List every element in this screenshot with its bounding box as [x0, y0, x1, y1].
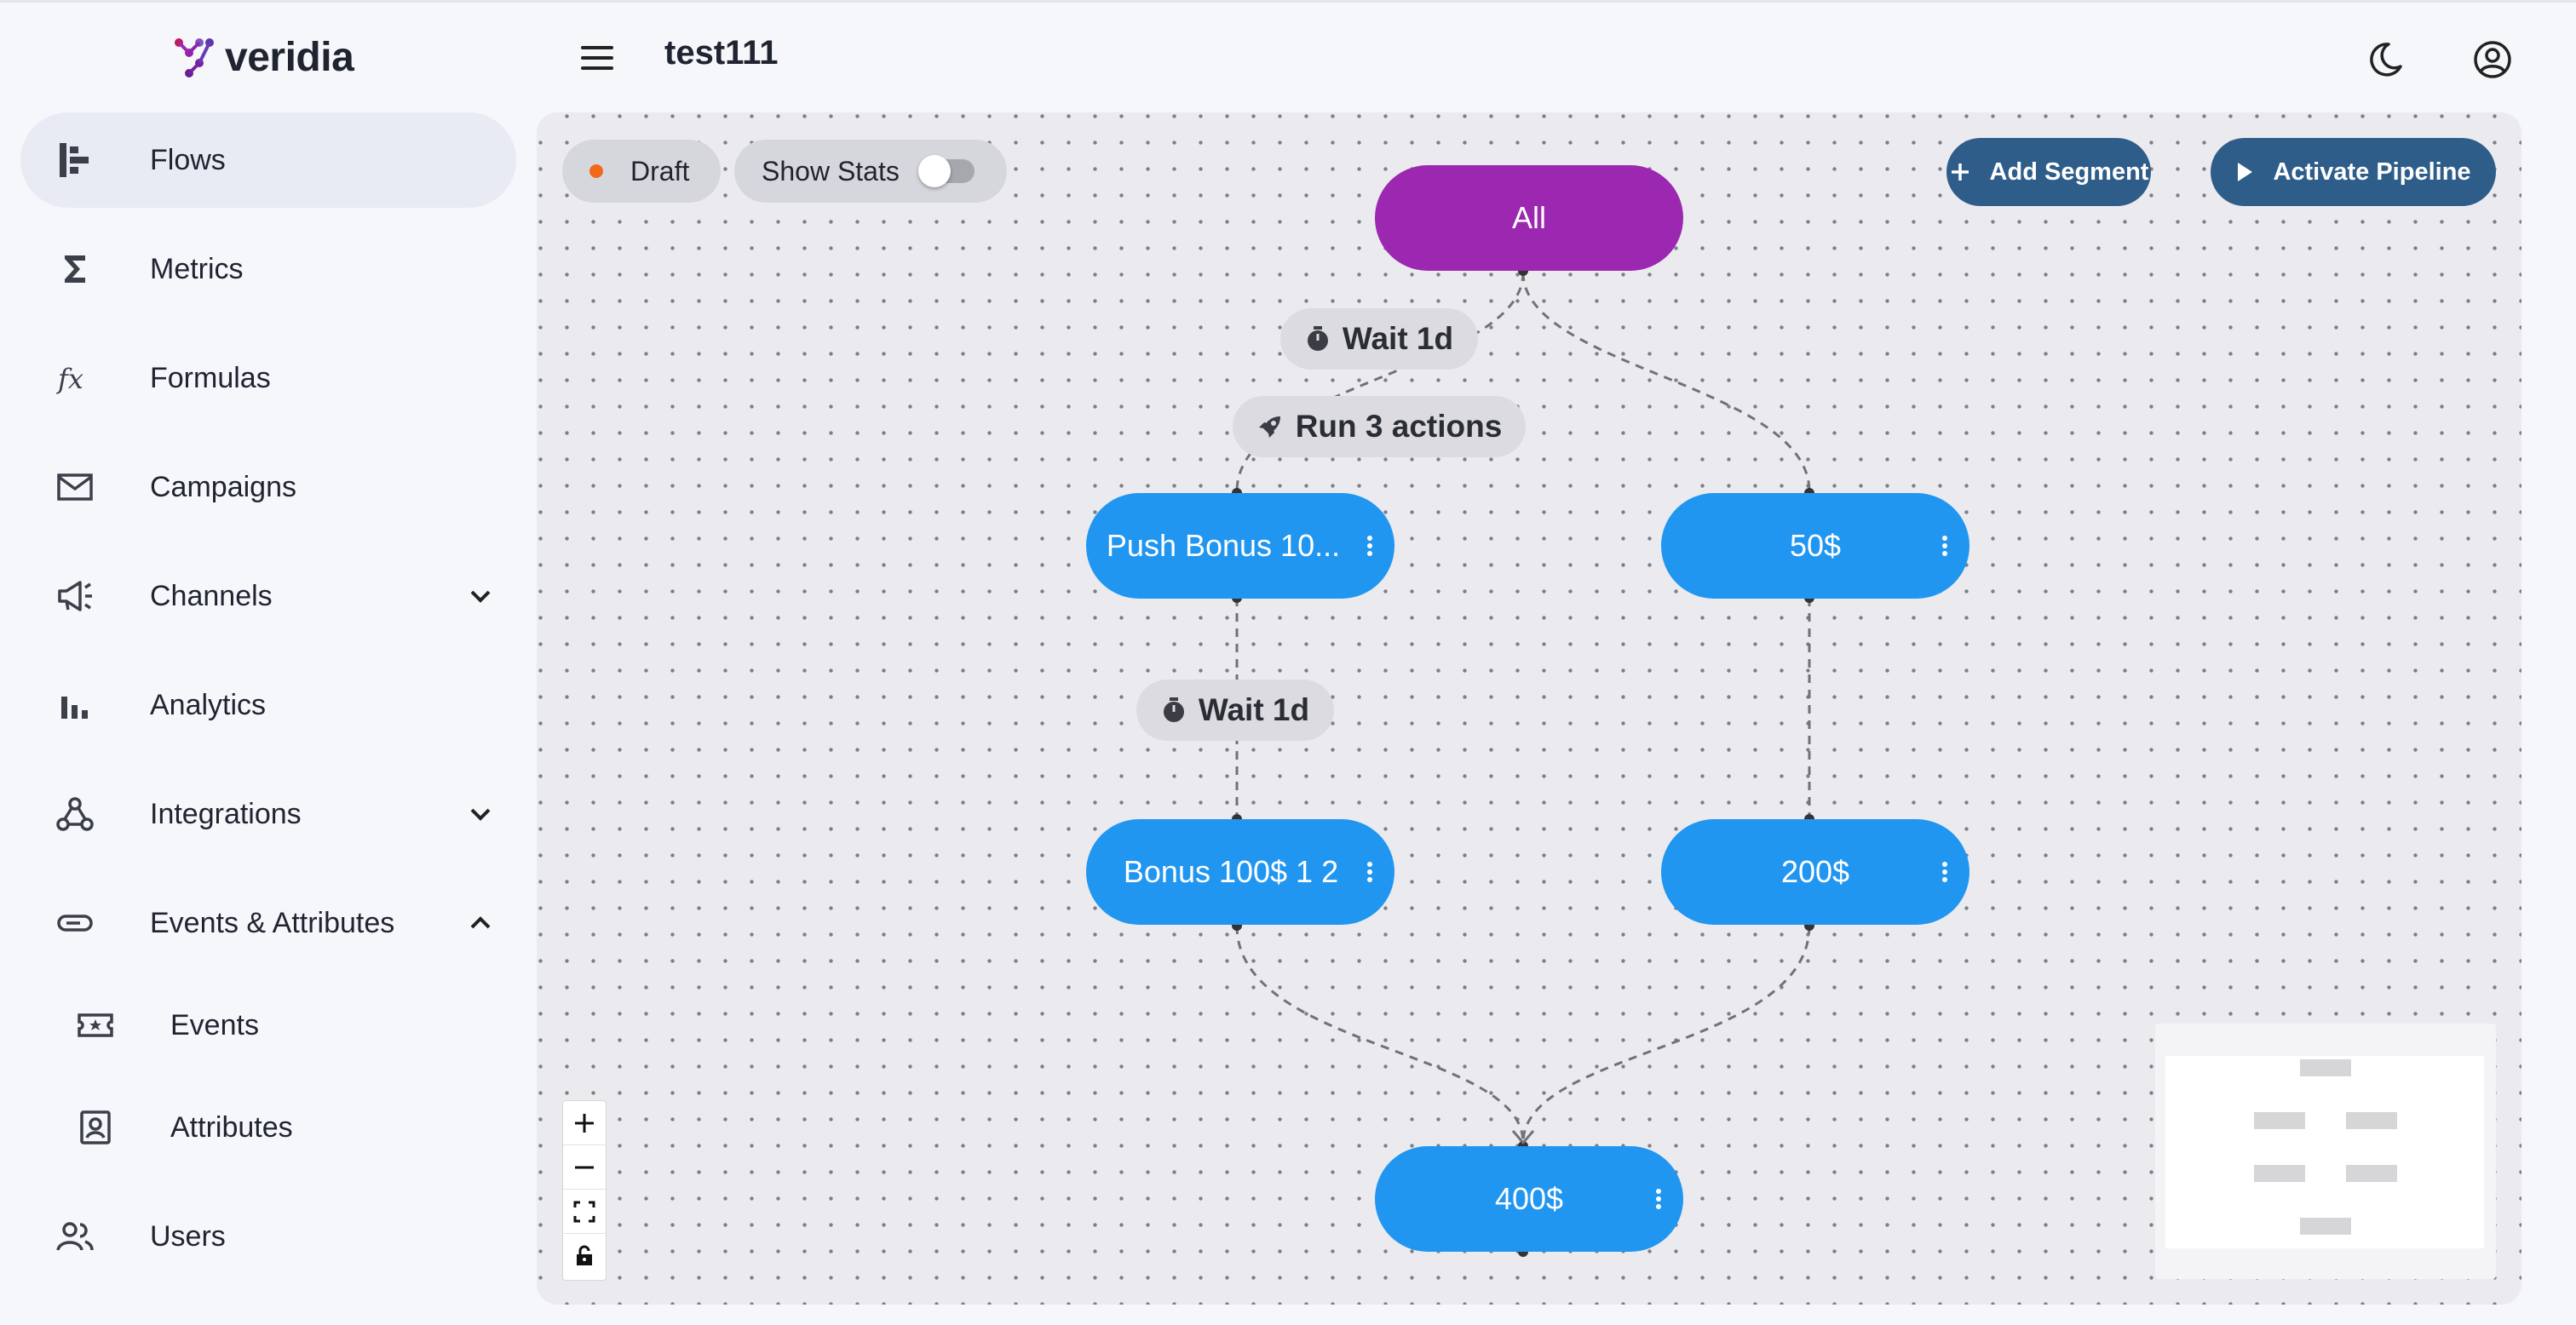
zoom-out-button[interactable] — [563, 1145, 606, 1190]
minimap-node — [2346, 1165, 2397, 1182]
sidebar-item-label: Channels — [150, 579, 273, 612]
minimap-viewport — [2165, 1056, 2484, 1248]
edge-bonus-100-to-400 — [1235, 925, 1525, 1144]
add-segment-button[interactable]: Add Segment — [1946, 138, 2151, 206]
show-stats-label: Show Stats — [762, 155, 900, 186]
chevron-down-icon[interactable] — [463, 797, 497, 831]
fit-view-button[interactable] — [563, 1190, 606, 1234]
flow-node-push-bonus[interactable]: Push Bonus 10... — [1086, 493, 1394, 599]
flow-node-50[interactable]: 50$ — [1661, 493, 1969, 599]
chevron-up-icon[interactable] — [463, 906, 497, 940]
sidebar-item-campaigns[interactable]: Campaigns — [20, 439, 516, 535]
toggle-switch[interactable] — [917, 155, 975, 187]
lock-icon — [577, 1245, 592, 1265]
zoom-controls — [562, 1100, 607, 1281]
minimap-node — [2254, 1165, 2305, 1182]
flows-icon — [60, 143, 89, 177]
plus-icon — [1949, 161, 1971, 183]
flow-canvas[interactable]: Draft Show Stats Add Segment Activate Pi… — [537, 112, 2521, 1305]
minus-icon — [575, 1166, 594, 1168]
menu-icon[interactable] — [579, 41, 617, 75]
logo-mark-icon — [175, 38, 214, 77]
fit-view-icon — [573, 1201, 595, 1222]
minimap-node — [2346, 1112, 2397, 1129]
edge-200-to-400 — [1521, 925, 1811, 1144]
timer-icon — [1305, 325, 1331, 353]
sidebar-item-label: Users — [150, 1219, 226, 1253]
more-vert-icon[interactable] — [1942, 536, 1947, 556]
megaphone-icon — [58, 581, 92, 611]
step-wait-1d[interactable]: Wait 1d — [1136, 680, 1334, 741]
edge-all-to-push-bonus — [1235, 272, 1525, 492]
sidebar-item-attributes[interactable]: Attributes — [20, 1080, 516, 1175]
sidebar-item-formulas[interactable]: fx Formulas — [20, 330, 516, 426]
sidebar-item-flows[interactable]: Flows — [20, 112, 516, 208]
plus-icon — [575, 1113, 594, 1133]
more-vert-icon[interactable] — [1367, 536, 1372, 556]
flow-node-bonus-100[interactable]: Bonus 100$ 1 2 — [1086, 819, 1394, 925]
sidebar-item-events[interactable]: Events — [20, 978, 516, 1073]
flow-node-200[interactable]: 200$ — [1661, 819, 1969, 925]
sidebar-item-label: Formulas — [150, 361, 271, 394]
show-stats-toggle[interactable]: Show Stats — [734, 140, 1007, 203]
webhook-icon — [56, 797, 94, 831]
sidebar-item-label: Flows — [150, 143, 226, 176]
zoom-in-button[interactable] — [563, 1101, 606, 1145]
sidebar-item-label: Analytics — [150, 688, 267, 721]
chevron-down-icon[interactable] — [463, 579, 497, 613]
sidebar-item-label: Events — [170, 1008, 259, 1041]
play-icon — [2235, 161, 2254, 183]
moon-icon[interactable] — [2363, 37, 2407, 82]
flow-node-400[interactable]: 400$ — [1375, 1146, 1683, 1252]
id-card-icon — [80, 1110, 111, 1144]
sidebar-item-label: Events & Attributes — [150, 906, 395, 939]
rocket-icon — [1256, 413, 1284, 440]
sidebar-item-label: Integrations — [150, 797, 302, 830]
timer-icon — [1161, 697, 1187, 724]
minimap-node — [2300, 1218, 2351, 1235]
ticket-icon — [78, 1013, 113, 1037]
users-icon — [56, 1222, 94, 1251]
minimap-node — [2300, 1059, 2351, 1076]
tag-icon — [57, 915, 93, 932]
status-label: Draft — [630, 155, 690, 186]
account-circle-icon[interactable] — [2470, 37, 2515, 82]
step-run-actions[interactable]: Run 3 actions — [1233, 396, 1526, 457]
bar-chart-icon — [61, 697, 88, 719]
svg-text:fx: fx — [56, 363, 83, 395]
sidebar-item-analytics[interactable]: Analytics — [20, 657, 516, 753]
draft-status-dot — [589, 164, 603, 178]
activate-pipeline-button[interactable]: Activate Pipeline — [2211, 138, 2496, 206]
lock-button[interactable] — [563, 1234, 606, 1278]
brand-name: veridia — [225, 34, 354, 80]
sidebar-item-channels[interactable]: Channels — [20, 548, 516, 644]
sigma-icon — [65, 255, 85, 283]
sidebar-item-integrations[interactable]: Integrations — [20, 766, 516, 862]
sidebar-item-metrics[interactable]: Metrics — [20, 221, 516, 317]
sidebar-item-label: Metrics — [150, 252, 244, 285]
sidebar-item-label: Attributes — [170, 1110, 293, 1144]
mail-icon — [57, 473, 93, 501]
more-vert-icon[interactable] — [1367, 862, 1372, 882]
more-vert-icon[interactable] — [1942, 862, 1947, 882]
minimap[interactable] — [2155, 1024, 2496, 1279]
edge-all-to-50 — [1521, 272, 1811, 492]
page-title: test111 — [664, 34, 779, 72]
flow-node-all[interactable]: All — [1375, 165, 1683, 271]
sidebar-item-events-attributes[interactable]: Events & Attributes — [20, 875, 516, 971]
step-wait-1d[interactable]: Wait 1d — [1280, 308, 1478, 370]
minimap-node — [2254, 1112, 2305, 1129]
function-icon: fx — [56, 363, 83, 395]
sidebar-item-label: Campaigns — [150, 470, 296, 503]
brand-logo[interactable]: veridia — [172, 34, 354, 80]
top-border — [0, 0, 2576, 3]
more-vert-icon[interactable] — [1656, 1189, 1661, 1209]
sidebar-item-users[interactable]: Users — [20, 1189, 516, 1284]
status-badge[interactable]: Draft — [562, 140, 721, 203]
